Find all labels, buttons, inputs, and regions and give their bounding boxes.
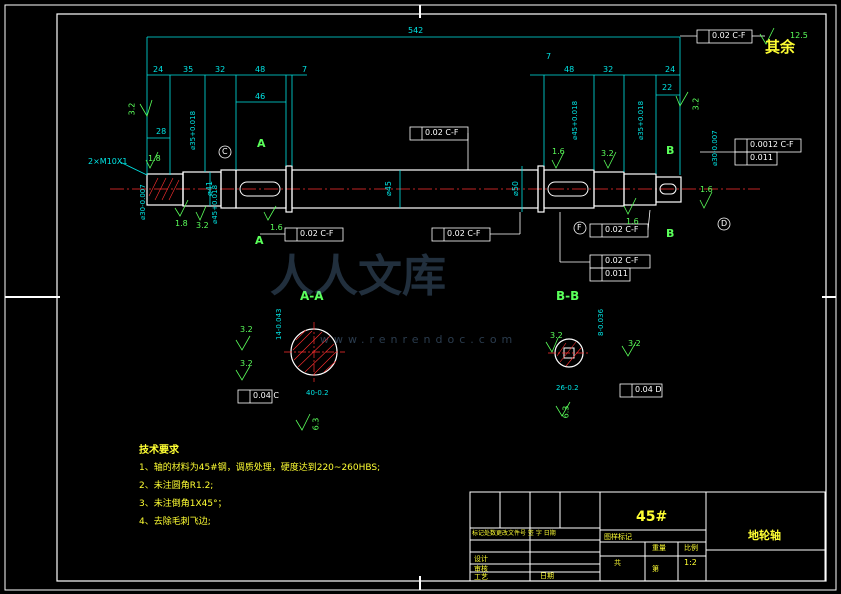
dim-35-left: 35 [183, 65, 194, 74]
right-rough-1-6c: 1.6 [700, 185, 713, 194]
bb-dim-8: 8-0.036 [597, 308, 605, 336]
dia-41: ⌀41 [205, 181, 214, 196]
tech-item-3: 3、未注倒角1X45°； [139, 499, 227, 509]
fcf-mid-value: 0.02 C-F [425, 128, 459, 137]
overall-length-dim: 542 [408, 26, 424, 35]
left-tol-phi35: ⌀35+0.018 [189, 110, 197, 150]
fcf-lower-right-value: 0.02 C-F [605, 225, 639, 234]
dim-46: 46 [255, 92, 266, 101]
dim-7-left: 7 [302, 65, 308, 74]
watermark-url: www.renrendoc.com [320, 333, 518, 346]
title-row-review: 审核 [474, 565, 488, 573]
right-tol-phi35: ⌀35+0.018 [637, 100, 645, 140]
tech-requirements-title: 技术要求 [139, 445, 179, 456]
left-rough-1-6: 1.6 [270, 223, 283, 232]
datum-d: D [721, 219, 728, 228]
right-tol-phi45: ⌀45+0.018 [571, 100, 579, 140]
part-name-label: 地轮轴 [748, 529, 781, 542]
datum-c: C [222, 147, 228, 156]
material-label: 45# [636, 509, 668, 525]
fcf-low2-value: 0.011 [605, 269, 628, 278]
bb-fcf-value: 0.04 D [635, 385, 662, 394]
fcf-top-value: 0.02 C-F [712, 31, 746, 40]
left-rough-1-8b: 1.8 [175, 219, 188, 228]
title-row-header: 标记处数更改文件号 签 字 日期 [472, 530, 556, 537]
dim-24-right: 24 [665, 65, 676, 74]
section-title-bb: B-B [556, 289, 580, 303]
tech-item-2: 2、未注圆角R1.2; [139, 481, 214, 491]
title-sheet2: 第 [652, 565, 659, 573]
tech-item-1: 1、轴的材料为45#钢，调质处理，硬度达到220~260HBS; [139, 463, 381, 473]
title-col-scale: 比例 [684, 544, 698, 552]
title-row-design: 设计 [474, 555, 488, 563]
right-tol-phi30: ⌀30-0.007 [711, 130, 719, 166]
fcf-lower-left-value: 0.02 C-F [300, 229, 334, 238]
dim-7-right: 7 [546, 52, 552, 61]
aa-dim-14: 14-0.043 [275, 308, 283, 340]
dim-48-right: 48 [564, 65, 575, 74]
title-date: 日期 [540, 572, 554, 580]
dim-48-left: 48 [255, 65, 266, 74]
bb-rough-1: 3.2 [550, 331, 563, 340]
aa-dim-40: 40-0.2 [306, 389, 329, 397]
section-mark-b-top: B [666, 144, 675, 157]
right-rough-3-2c: 3.2 [691, 97, 701, 111]
aa-rough-2: 3.2 [240, 359, 253, 368]
bb-dim-26: 26-0.2 [556, 384, 579, 392]
title-scale-value: 1:2 [684, 558, 697, 567]
aa-rough-1: 3.2 [240, 325, 253, 334]
dim-22: 22 [662, 83, 673, 92]
fcf-low1-value: 0.02 C-F [605, 256, 639, 265]
datum-circles [218, 145, 731, 235]
fcf-right2-value: 0.011 [750, 153, 773, 162]
dimension-lines [119, 36, 681, 212]
keyways [239, 181, 677, 197]
bb-rough-3: 6.3 [561, 405, 571, 419]
left-rough-3-2: 3.2 [127, 102, 137, 116]
right-rough-3-2: 3.2 [601, 149, 614, 158]
shaft-outline [146, 165, 682, 213]
right-rough-1-6b: 1.6 [626, 217, 639, 226]
title-block-lines [469, 491, 826, 582]
thread-spec: 2×M10X1 [88, 157, 128, 166]
left-rough-3-2b: 3.2 [196, 221, 209, 230]
title-sheet: 共 [614, 559, 621, 567]
bb-rough-2: 3.2 [628, 339, 641, 348]
corner-roughness-value: 12.5 [790, 31, 808, 40]
title-col-marking: 图样标记 [604, 533, 632, 541]
aa-fcf-value: 0.04 C [253, 391, 279, 400]
tech-item-4: 4、去除毛刺飞边; [139, 517, 211, 527]
left-hatch [148, 177, 180, 201]
title-col-weight: 重量 [652, 544, 666, 552]
title-row-process: 工艺 [474, 573, 488, 581]
dia-50: ⌀50 [511, 181, 520, 196]
watermark-text: 人人文库 [270, 251, 446, 302]
section-mark-a-top: A [257, 137, 266, 150]
section-bb [548, 338, 590, 368]
left-tol-phi30: ⌀30-0.007 [139, 184, 147, 220]
fcf-lower-mid-value: 0.02 C-F [447, 229, 481, 238]
datum-f: F [577, 223, 582, 232]
section-aa [284, 322, 345, 382]
section-mark-b-bottom: B [666, 227, 675, 240]
section-title-aa: A-A [300, 289, 324, 303]
roughness-marks [139, 27, 775, 431]
dim-32-left: 32 [215, 65, 226, 74]
right-rough-1-6a: 1.6 [552, 147, 565, 156]
section-mark-a-bottom: A [255, 234, 264, 247]
aa-rough-3: 6.3 [311, 417, 321, 431]
dim-28: 28 [156, 127, 167, 136]
dim-32-right: 32 [603, 65, 614, 74]
left-rough-1-8: 1.8 [148, 154, 161, 163]
dia-45: ⌀45 [384, 181, 393, 196]
other-roughness-label: 其余 [765, 38, 796, 56]
dim-24-left: 24 [153, 65, 164, 74]
center-marks [5, 5, 836, 590]
fcf-frames [237, 29, 802, 404]
fcf-right1-value: 0.0012 C-F [750, 140, 794, 149]
